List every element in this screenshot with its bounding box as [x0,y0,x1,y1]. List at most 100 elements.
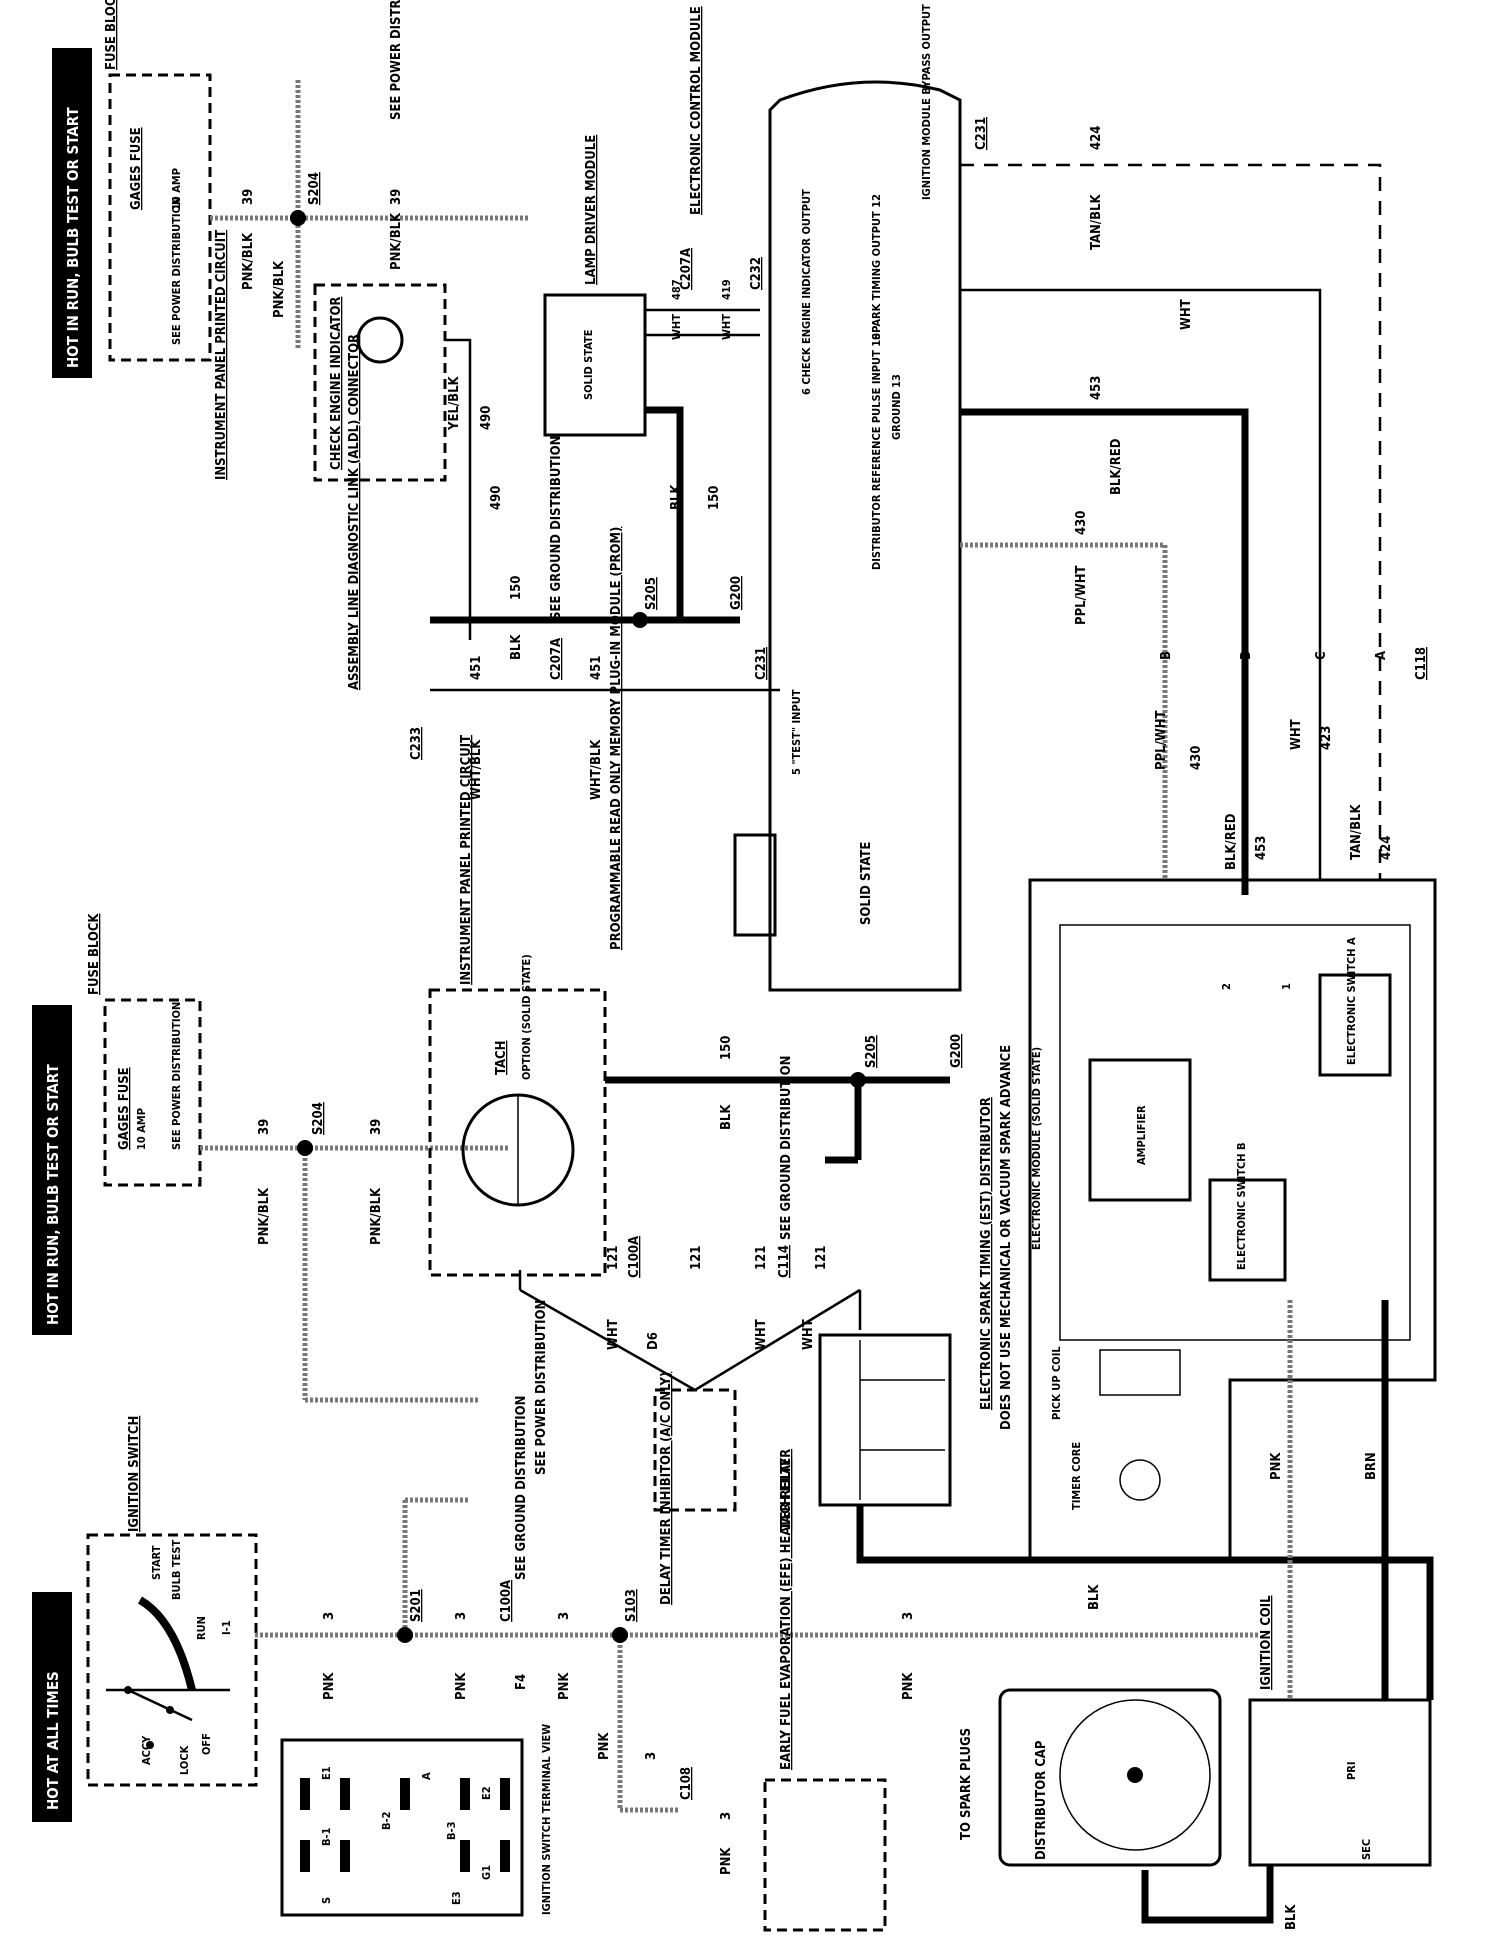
see-power-label: SEE POWER DISTRIBUTION [534,1300,549,1475]
distributor-cap: DISTRIBUTOR CAP TO SPARK PLUGS [959,1688,1222,1867]
wire-label: PNK/BLK [241,232,256,290]
aldl-label: ASSEMBLY LINE DIAGNOSTIC LINK (ALDL) CON… [347,334,362,690]
wire-label: 490 [489,486,504,510]
wire-label: 3 [719,1812,734,1820]
header-text: HOT IN RUN, BULB TEST OR START [44,1064,62,1325]
header-text: HOT AT ALL TIMES [44,1671,62,1810]
prom-label: PROGRAMMABLE READ ONLY MEMORY PLUG-IN MO… [609,527,624,950]
switch-b-box [1208,1178,1287,1282]
tach-label: TACH [494,1041,509,1075]
wire-label: 39 [241,189,256,205]
fuse-name: GAGES FUSE [117,1067,132,1150]
efe-relay-label: EARLY FUEL EVAPORATION (EFE) HEATER RELA… [779,1457,794,1770]
wire-label: PNK [454,1672,469,1700]
label-c100a-upper: C100A [627,1236,642,1278]
pos-run: RUN [195,1616,208,1640]
wire-label: 39 [257,1119,272,1135]
distributor-cap-label: DISTRIBUTOR CAP [1034,1740,1049,1860]
wire-label: F4 [514,1674,529,1690]
upper-fuse-block: FUSE BLOCK GAGES FUSE 10 AMP SEE POWER D… [104,0,212,362]
est-distributor: ELECTRONIC SPARK TIMING (EST) DISTRIBUTO… [979,878,1437,1700]
circuit-121: C100A C114 WHT D6 WHT WHT 121 121 121 12… [518,1236,862,1605]
wire-label: 39 [389,189,404,205]
est-subtitle: DOES NOT USE MECHANICAL OR VACUUM SPARK … [999,1045,1014,1430]
wire-label: WHT [754,1319,769,1350]
pos-start: START [150,1545,163,1580]
wire-label: 430 [1189,746,1204,770]
wire-label: YEL/BLK [447,375,462,431]
wire-label: 3 [322,1612,337,1620]
wire-label: 39 [369,1119,384,1135]
splice-s201 [397,1627,413,1643]
wire-label: WHT/BLK [589,739,604,800]
wire-label: 3 [557,1612,572,1620]
fuse-name: GAGES FUSE [129,127,144,210]
lamp-driver-solid-state: SOLID STATE [582,329,595,400]
wire-label: 121 [606,1246,621,1270]
check-engine-label: CHECK ENGINE INDICATOR [329,297,344,470]
electronic-control-module: ELECTRONIC CONTROL MODULE SOLID STATE 5 … [689,0,962,992]
delay-timer-label: DELAY TIMER INHIBITOR (A/C ONLY) [659,1372,674,1605]
wire-label: WHT [1289,719,1304,750]
fuse-rating: 10 AMP [170,168,183,210]
splice-s204 [297,1140,313,1156]
see-power-distribution-label: SEE GROUND DISTRIBUTION [514,1396,529,1580]
ecm-to-distributor-wires: C231 TAN/BLK 424 WHT 453 BLK/RED 430 PPL… [960,117,1429,895]
wire-label: WHT [606,1319,621,1350]
circuit-39-upper: S204 PNK/BLK 39 PNK/BLK PNK/BLK 39 SEE P… [210,0,530,350]
ip-circuit-label: INSTRUMENT PANEL PRINTED CIRCUIT [459,735,474,985]
ignition-switch: IGNITION SWITCH START BULB TEST RUN OFF … [86,1416,258,1787]
wire-label: PNK [322,1672,337,1700]
fuse-block-label: FUSE BLOCK [87,913,102,995]
wire-label: WHT [801,1319,816,1350]
wire-label: WHT [670,314,683,340]
pickup-coil-label: PICK UP COIL [1050,1346,1063,1420]
wire-label: D6 [646,1332,661,1350]
pin-letter: C [1314,651,1329,660]
wire-label: 487 [670,279,683,300]
see-ground-label: SEE GROUND DISTRIBUTION [779,1056,794,1240]
timer-core-label: TIMER CORE [1070,1442,1083,1510]
prom-module: PROGRAMMABLE READ ONLY MEMORY PLUG-IN MO… [609,527,777,950]
wire-label: PNK/BLK [257,1187,272,1245]
wire-label: PNK [1269,1452,1284,1480]
wire-label: 453 [1089,376,1104,400]
wire-label: 150 [509,576,524,600]
efe-heater-relay: EARLY FUEL EVAPORATION (EFE) HEATER RELA… [763,1457,887,1932]
label-c231: C231 [754,647,769,680]
terminal-label: B-3 [445,1821,458,1840]
label-c114: C114 [777,1245,792,1278]
see-power: SEE POWER DISTRIBUTION [170,1002,183,1150]
ecm-pin-13: GROUND 13 [890,374,903,440]
header-text: HOT IN RUN, BULB TEST OR START [64,107,82,368]
label-s204: S204 [307,172,322,205]
wire-label: PNK [597,1732,612,1760]
pos-bulb-test: BULB TEST [170,1539,183,1600]
pin-letter: 1 [1280,983,1293,990]
wire-label: WHT/BLK [469,739,484,800]
terminal-label: E2 [480,1786,493,1800]
pin-letter: 2 [1220,983,1233,990]
label-c233: C233 [409,727,424,760]
wire-label: BLK [1284,1904,1299,1930]
aldl-connector: ASSEMBLY LINE DIAGNOSTIC LINK (ALDL) CON… [347,334,780,800]
wire-label: 3 [454,1612,469,1620]
wire-label: 424 [1379,836,1394,860]
terminal-label: S [320,1897,333,1904]
wire-label: 451 [469,656,484,680]
lamp-driver-module: SOLID STATE LAMP DRIVER MODULE C207A C23… [543,135,764,624]
ecm-pin-12: SPARK TIMING OUTPUT 12 [870,194,883,340]
tachometer: TACH OPTION (SOLID STATE) INSTRUMENT PAN… [428,735,964,1277]
wire-label: 3 [901,1612,916,1620]
ecm-pin-5: 5 "TEST" INPUT [790,689,803,775]
wire-label: PNK/BLK [389,212,404,270]
ecm-pin-11: IGNITION MODULE BYPASS OUTPUT 11 [920,0,933,200]
circuit-39-lower: S204 PNK/BLK 39 PNK/BLK 39 SEE POWER DIS… [200,1102,549,1475]
wire-label: TAN/BLK [1349,804,1364,860]
amplifier-box [1088,1058,1192,1202]
label-c207a: C207A [679,248,694,290]
lower-fuse-block: FUSE BLOCK GAGES FUSE 10 AMP SEE POWER D… [87,913,202,1187]
wire-label: PNK [719,1847,734,1875]
tach-filter-label: TACH FILTER [779,1449,794,1530]
